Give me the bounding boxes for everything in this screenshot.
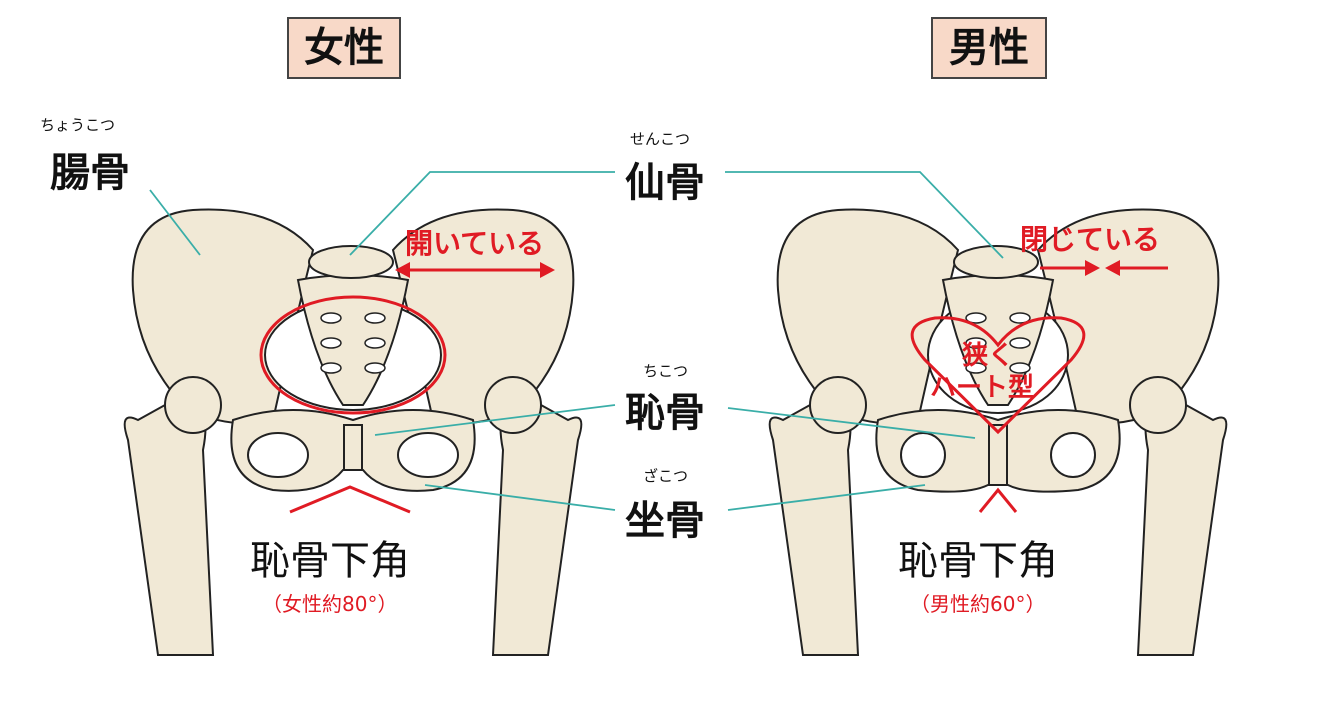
ischium-label: 坐骨 bbox=[625, 498, 705, 544]
heart-outline bbox=[910, 316, 1086, 435]
left-obturator-foramen bbox=[900, 432, 946, 478]
female-inlet-note: 開いている bbox=[405, 227, 545, 260]
female-inlet-circle bbox=[259, 295, 447, 415]
pubic-symphysis bbox=[988, 424, 1008, 486]
sacral-foramen bbox=[1009, 312, 1031, 324]
sacral-foramen bbox=[965, 362, 987, 374]
sacral-foramen bbox=[1009, 337, 1031, 349]
pubis-leader-line-male bbox=[727, 407, 976, 439]
sacral-foramen bbox=[965, 312, 987, 324]
sacral-foramen bbox=[320, 312, 342, 324]
sacral-foramen bbox=[320, 337, 342, 349]
sacral-foramen bbox=[320, 362, 342, 374]
ilium-label: 腸骨 bbox=[50, 150, 130, 196]
right-femur bbox=[491, 393, 583, 656]
right-femoral-head bbox=[484, 376, 542, 434]
sacral-foramen bbox=[1009, 362, 1031, 374]
pubis-label: 恥骨 bbox=[625, 390, 705, 436]
pubis-furigana: ちこつ bbox=[643, 362, 689, 380]
left-ilium bbox=[776, 208, 960, 425]
male-subpubic-angle-label: 恥骨下角 bbox=[898, 538, 1058, 584]
female-angle-note: （女性約80°） bbox=[262, 592, 398, 616]
sacrum-leader-line-male bbox=[725, 171, 1004, 259]
open-arrow-right-head bbox=[540, 262, 555, 278]
sacrum-label: 仙骨 bbox=[625, 160, 705, 206]
right-obturator-foramen bbox=[397, 432, 459, 478]
sacral-promontory bbox=[953, 245, 1039, 279]
right-femoral-head bbox=[1129, 376, 1187, 434]
ilium-leader-line bbox=[149, 189, 201, 256]
left-femur bbox=[123, 393, 215, 656]
male-title: 男性 bbox=[931, 17, 1047, 79]
closed-arrow-right-head bbox=[1105, 260, 1120, 276]
left-obturator-foramen bbox=[247, 432, 309, 478]
heart-note-line2: ハート型 bbox=[930, 373, 1035, 403]
right-ilium bbox=[1036, 208, 1220, 425]
sacral-foramen bbox=[364, 362, 386, 374]
sacral-foramen bbox=[965, 337, 987, 349]
heart-note-line1: 狭く bbox=[962, 341, 1015, 371]
sacral-foramen bbox=[364, 337, 386, 349]
male-inlet-note: 閉じている bbox=[1020, 223, 1161, 256]
female-subpubic-angle-mark bbox=[289, 485, 411, 514]
ischium-leader-line-female bbox=[424, 484, 616, 511]
left-femoral-head bbox=[164, 376, 222, 434]
closed-arrow-left-head bbox=[1085, 260, 1100, 276]
male-subpubic-angle-mark bbox=[978, 487, 1018, 513]
sacral-foramen bbox=[364, 312, 386, 324]
left-femur bbox=[768, 393, 860, 656]
sacrum-furigana: せんこつ bbox=[630, 130, 691, 148]
female-subpubic-angle-label: 恥骨下角 bbox=[250, 538, 410, 584]
male-angle-note: （男性約60°） bbox=[910, 592, 1046, 616]
pubic-symphysis bbox=[343, 424, 363, 471]
ilium-furigana: ちょうこつ bbox=[40, 116, 116, 134]
sacral-promontory bbox=[308, 245, 394, 279]
open-arrow-left-head bbox=[395, 262, 410, 278]
right-obturator-foramen bbox=[1050, 432, 1096, 478]
sacrum-leader-line-female bbox=[349, 171, 615, 256]
female-title: 女性 bbox=[287, 17, 401, 79]
right-femur bbox=[1136, 393, 1228, 656]
ischium-furigana: ざこつ bbox=[643, 467, 689, 485]
pubis-leader-line-female bbox=[374, 404, 616, 436]
ischium-leader-line-male bbox=[727, 484, 926, 511]
